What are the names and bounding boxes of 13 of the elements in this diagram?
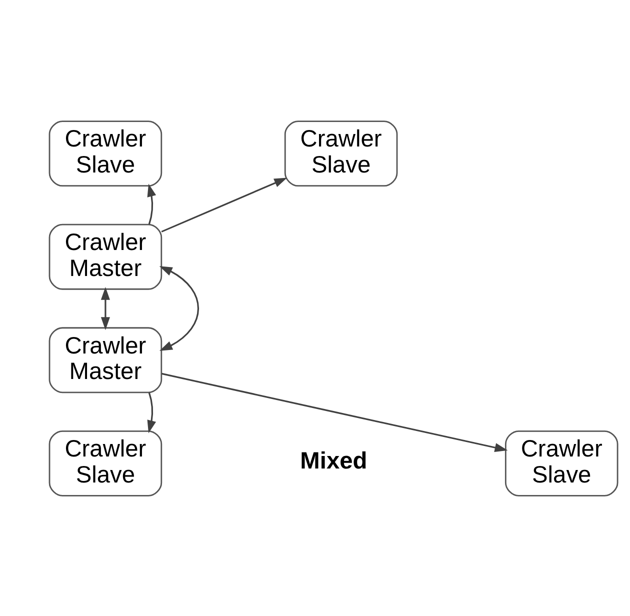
- label: Mixed: [300, 448, 368, 474]
- arrow: [162, 372, 508, 452]
- node-box: Crawler Master: [48, 223, 162, 290]
- arrow: [147, 392, 156, 433]
- node-box: Crawler Slave: [504, 430, 618, 496]
- arrow: [147, 183, 156, 224]
- arrow: [100, 286, 110, 330]
- node-box: Crawler Slave: [48, 120, 162, 186]
- node-box: Crawler Master: [48, 326, 162, 393]
- node-box: Crawler Slave: [284, 120, 398, 186]
- arrow: [159, 266, 199, 350]
- arrow: [161, 177, 288, 232]
- node-box: Crawler Slave: [48, 430, 162, 496]
